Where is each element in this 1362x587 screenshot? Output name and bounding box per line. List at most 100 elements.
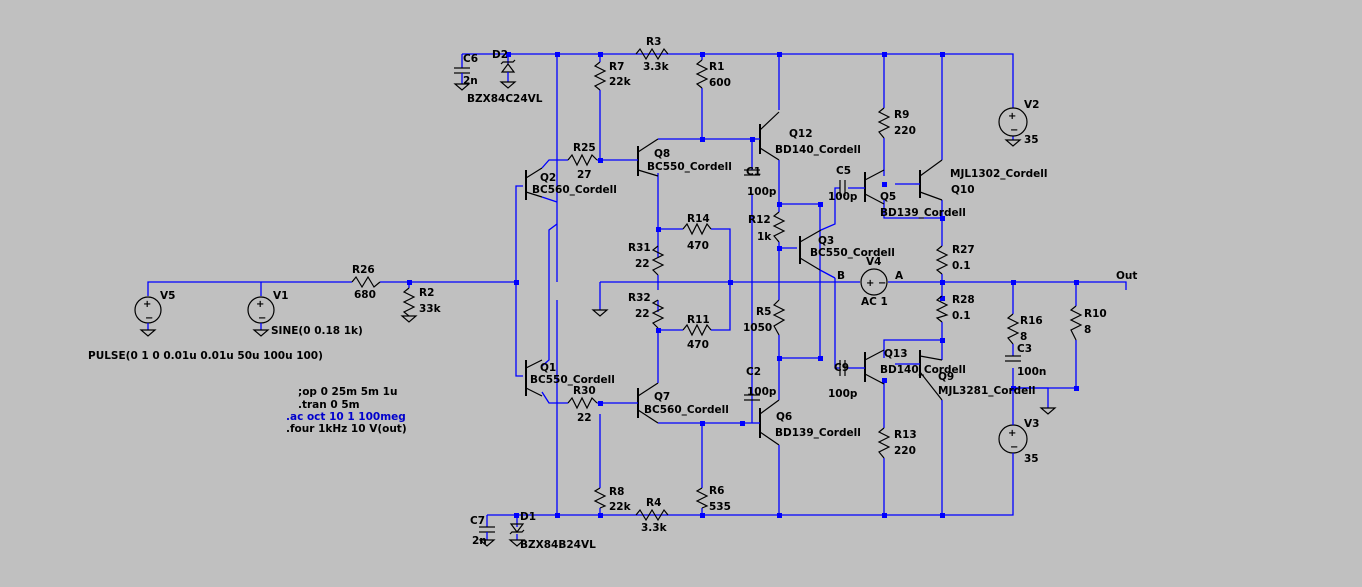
component-ref-label: R4 xyxy=(646,497,661,509)
component-value-label: − xyxy=(258,313,266,324)
transistor-q6[interactable]: Q6 BD139_Cordell xyxy=(752,395,861,452)
capacitor-c2[interactable]: C2 100p xyxy=(744,366,777,401)
component-value-label: 22k xyxy=(609,76,632,88)
component-ref-label: R13 xyxy=(894,429,917,441)
component-ref-label: R27 xyxy=(952,244,975,256)
component-ref-label: R32 xyxy=(628,292,651,304)
component-value-label: + xyxy=(256,299,264,310)
component-ref-label: Q12 xyxy=(789,128,813,140)
component-ref-label: R3 xyxy=(646,36,661,48)
junctions xyxy=(407,52,1079,518)
zener-diode-d1[interactable]: D1 BZX84B24VL xyxy=(508,511,596,551)
zener-diode-d2[interactable]: D2 BZX84C24VL xyxy=(467,49,543,105)
voltage-source-v5[interactable]: + − V5 PULSE(0 1 0 0.01u 0.01u 50u 100u … xyxy=(88,290,323,362)
component-ref-label: Q10 xyxy=(951,184,975,196)
resistor-r13[interactable]: R13 220 xyxy=(877,427,917,459)
component-ref-label: R1 xyxy=(709,61,724,73)
transistor-q5[interactable]: Q5 BD139_Cordell xyxy=(860,169,966,219)
resistor-r4[interactable]: R4 3.3k xyxy=(635,497,669,534)
component-ref-label: C6 xyxy=(463,53,478,65)
component-ref-label: D1 xyxy=(520,511,536,523)
component-value-label: + xyxy=(1008,111,1016,122)
component-value-label: 535 xyxy=(709,501,731,513)
transistor-q12[interactable]: Q12 BD140_Cordell xyxy=(752,111,861,174)
component-ref-label: R8 xyxy=(609,486,624,498)
transistor-q10[interactable]: MJL1302_Cordell Q10 xyxy=(915,159,1047,201)
directive-four: .four 1kHz 10 V(out) xyxy=(286,423,407,435)
resistor-r11[interactable]: R11 470 xyxy=(682,314,712,351)
component-value-label: 470 xyxy=(687,240,709,252)
resistor-r3[interactable]: R3 3.3k xyxy=(635,36,670,73)
component-value-label: BD140_Cordell xyxy=(880,364,966,376)
ground-icons xyxy=(400,309,1057,415)
transistor-q7[interactable]: Q7 BC560_Cordell xyxy=(620,375,729,424)
voltage-source-v1[interactable]: + − V1 SINE(0 0.18 1k) xyxy=(247,290,363,337)
capacitor-c5[interactable]: C5 100p xyxy=(828,165,858,203)
component-value-label: 0.1 xyxy=(952,260,971,272)
component-value-label: AC 1 xyxy=(861,296,888,308)
resistor-r31[interactable]: R31 22 xyxy=(628,242,665,276)
resistor-r14[interactable]: R14 470 xyxy=(682,213,712,252)
component-ref-label: Q5 xyxy=(880,191,896,203)
net-labels: B A Out xyxy=(837,270,1137,282)
component-ref-label: R9 xyxy=(894,109,909,121)
capacitor-c6[interactable]: C6 2n xyxy=(453,53,478,91)
voltage-source-v4[interactable]: + − V4 AC 1 xyxy=(860,256,888,308)
component-value-label: 100p xyxy=(747,186,777,198)
capacitor-c1[interactable]: C1 100p xyxy=(744,166,777,198)
capacitor-c3[interactable]: C3 100n xyxy=(1005,343,1046,378)
resistor-r8[interactable]: R8 22k xyxy=(593,486,632,513)
component-value-label: 33k xyxy=(419,303,442,315)
resistor-r25[interactable]: R25 27 xyxy=(567,142,598,181)
component-value-label: 100n xyxy=(1017,366,1046,378)
component-ref-label: R2 xyxy=(419,287,434,299)
capacitor-c7[interactable]: C7 2n xyxy=(470,515,496,547)
resistor-r2[interactable]: R2 33k xyxy=(402,287,442,317)
resistor-r6[interactable]: R6 535 xyxy=(695,485,731,513)
component-value-label: − xyxy=(878,278,886,289)
component-ref-label: V1 xyxy=(273,290,288,302)
transistor-q3[interactable]: Q3 BC550_Cordell xyxy=(799,229,895,271)
component-value-label: BC560_Cordell xyxy=(532,184,617,196)
component-ref-label: Q3 xyxy=(818,235,834,247)
component-value-label: 35 xyxy=(1024,453,1039,465)
component-value-label: BD139_Cordell xyxy=(880,207,966,219)
resistor-r1[interactable]: R1 600 xyxy=(695,59,731,89)
transistor-q8[interactable]: Q8 BC550_Cordell xyxy=(620,138,732,177)
transistor-q2[interactable]: Q2 BC560_Cordell xyxy=(525,167,617,200)
resistor-r7[interactable]: R7 22k xyxy=(593,61,632,91)
resistor-r16[interactable]: R16 8 xyxy=(1006,313,1043,345)
transistor-q13[interactable]: Q13 BD140_Cordell xyxy=(860,348,966,385)
resistor-r32[interactable]: R32 22 xyxy=(628,292,665,329)
component-value-label: 0.1 xyxy=(952,310,971,322)
component-value-label: BD139_Cordell xyxy=(775,427,861,439)
component-ref-label: Q9 xyxy=(938,371,954,383)
transistor-q1[interactable]: Q1 BC550_Cordell xyxy=(525,359,615,397)
component-ref-label: C2 xyxy=(746,366,761,378)
net-label-b: B xyxy=(837,270,845,282)
component-ref-label: R5 xyxy=(756,306,771,318)
component-value-label: 22 xyxy=(635,308,650,320)
component-ref-label: C5 xyxy=(836,165,851,177)
component-ref-label: R30 xyxy=(573,385,596,397)
directive-op: ;op 0 25m 5m 1u xyxy=(298,386,397,398)
resistor-r27[interactable]: R27 0.1 xyxy=(935,244,975,275)
resistor-r9[interactable]: R9 220 xyxy=(877,107,916,139)
component-ref-label: Q2 xyxy=(540,172,556,184)
component-ref-label: V2 xyxy=(1024,99,1039,111)
component-ref-label: R12 xyxy=(748,214,771,226)
resistor-r5[interactable]: R5 1050 xyxy=(743,299,786,336)
resistor-r28[interactable]: R28 0.1 xyxy=(935,294,975,323)
capacitor-c9[interactable]: C9 100p xyxy=(828,360,858,400)
transistor-q9[interactable]: Q9 MJL3281_Cordell xyxy=(915,350,1035,401)
voltage-source-v3[interactable]: + − V3 35 xyxy=(998,418,1039,465)
component-value-label: 220 xyxy=(894,445,916,457)
resistor-r26[interactable]: R26 680 xyxy=(351,264,381,301)
spice-directives[interactable]: ;op 0 25m 5m 1u .tran 0 5m .ac oct 10 1 … xyxy=(286,386,407,435)
directive-ac: .ac oct 10 1 100meg xyxy=(286,411,406,423)
voltage-source-v2[interactable]: + − V2 35 xyxy=(998,99,1039,147)
resistor-r12[interactable]: R12 1k xyxy=(748,211,786,243)
resistor-r10[interactable]: R10 8 xyxy=(1069,305,1107,341)
resistor-r30[interactable]: R30 22 xyxy=(567,385,598,424)
